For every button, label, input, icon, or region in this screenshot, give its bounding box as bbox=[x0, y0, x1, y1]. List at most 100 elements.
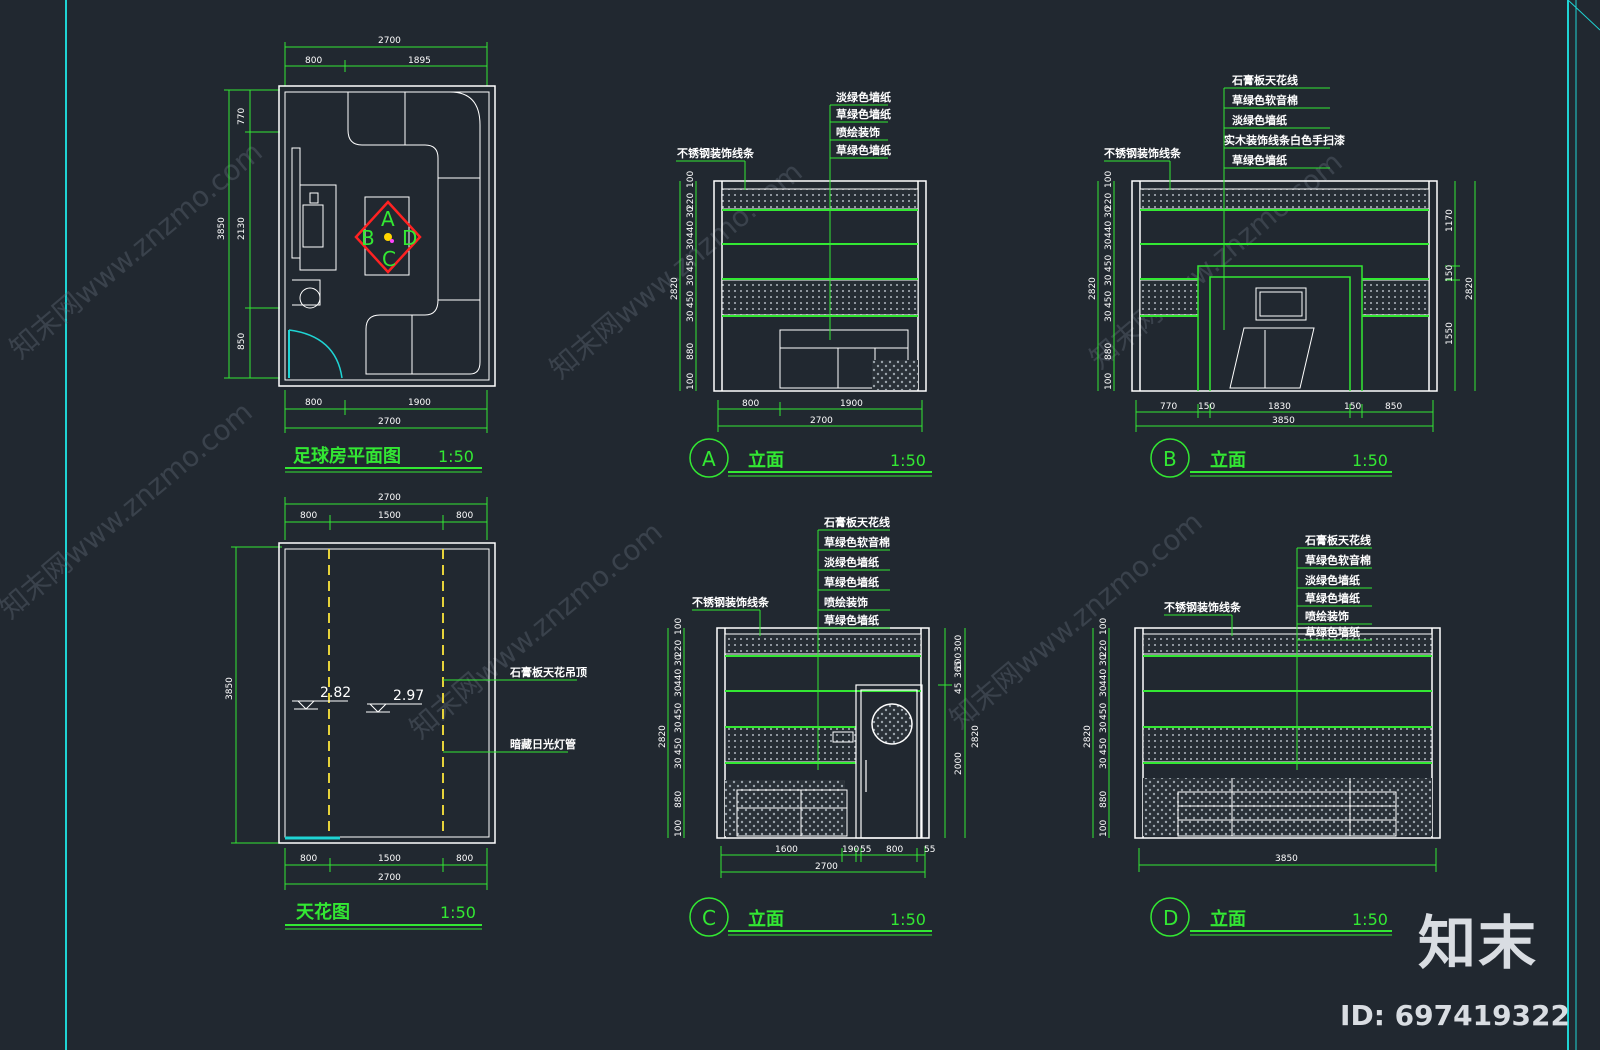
elev-a-dim-l-total: 2820 bbox=[670, 277, 680, 300]
ceiling-dim-bottom-3: 800 bbox=[456, 854, 473, 864]
elev-d-dim-b-total: 3850 bbox=[1275, 854, 1298, 864]
elev-b-dim-l-3: 30 bbox=[1104, 206, 1114, 218]
elev-b-dim-b-4: 150 bbox=[1344, 402, 1361, 412]
elev-d-dim-l-10: 880 bbox=[1099, 791, 1109, 808]
elev-b-mark: B bbox=[1163, 447, 1177, 471]
elev-c-dim-l-3: 30 bbox=[674, 654, 684, 666]
elev-a-mark: A bbox=[702, 447, 716, 471]
elev-c-dim-l-8: 450 bbox=[674, 738, 684, 755]
elev-b-scale: 1:50 bbox=[1352, 451, 1388, 470]
image-id-label: ID: 697419322 bbox=[1340, 999, 1570, 1032]
marker-d: D bbox=[402, 226, 417, 250]
elev-b-note-2: 草绿色软音棉 bbox=[1232, 93, 1298, 107]
elev-c-dim-l-5: 30 bbox=[674, 685, 684, 697]
elev-c-dim-b-5: 55 bbox=[924, 845, 935, 855]
elev-a-dim-l-3: 30 bbox=[686, 206, 696, 218]
elev-b-dim-r-total: 2820 bbox=[1465, 277, 1475, 300]
elev-b-dim-r-2: 150 bbox=[1445, 265, 1455, 282]
ceiling-dim-top-2: 1500 bbox=[378, 511, 401, 521]
ceiling-level-2: 2.97 bbox=[393, 688, 424, 704]
elev-c-dim-b-total: 2700 bbox=[815, 862, 838, 872]
elev-a-dim-l-8: 450 bbox=[686, 291, 696, 308]
elev-b-note-4: 实木装饰线条白色手扫漆 bbox=[1224, 133, 1345, 147]
plan-dim-left-2: 2130 bbox=[237, 217, 247, 240]
ceiling-dim-left: 3850 bbox=[225, 677, 235, 700]
elev-c-dim-l-9: 30 bbox=[674, 757, 684, 769]
elev-b-dim-l-7: 30 bbox=[1104, 274, 1114, 286]
plan-dim-top-2: 1895 bbox=[408, 56, 431, 66]
elev-c-dim-b-3: 55 bbox=[860, 845, 871, 855]
elev-d-note-7: 不锈钢装饰线条 bbox=[1164, 600, 1242, 614]
elev-d-note-3: 淡绿色墙纸 bbox=[1305, 573, 1360, 587]
plan-dim-left-total: 3850 bbox=[217, 217, 227, 240]
elev-a-note-2: 淡绿色墙纸 bbox=[836, 90, 891, 104]
elev-a-title: 立面 bbox=[748, 449, 784, 471]
elevation-a: 不锈钢装饰线条 淡绿色墙纸 草绿色墙纸 喷绘装饰 草绿色墙纸 100 220 3… bbox=[670, 90, 932, 478]
elev-d-note-5: 喷绘装饰 bbox=[1305, 609, 1349, 623]
elev-c-dim-l-10: 880 bbox=[674, 791, 684, 808]
ceiling-dim-top-total: 2700 bbox=[378, 493, 401, 503]
elevation-c: 石膏板天花线 草绿色软音棉 淡绿色墙纸 草绿色墙纸 喷绘装饰 草绿色墙纸 不锈钢… bbox=[658, 515, 981, 937]
elev-d-note-1: 石膏板天花线 bbox=[1304, 533, 1371, 547]
elev-d-dim-l-9: 30 bbox=[1099, 757, 1109, 769]
elev-b-dim-l-1: 100 bbox=[1104, 171, 1114, 188]
ceiling-level-1: 2.82 bbox=[320, 685, 351, 701]
elev-b-dim-l-2: 220 bbox=[1104, 193, 1114, 210]
ceiling-dim-top-3: 800 bbox=[456, 511, 473, 521]
elev-d-dim-l-1: 100 bbox=[1099, 618, 1109, 635]
ceiling-note-2: 暗藏日光灯管 bbox=[510, 737, 576, 751]
elev-c-dim-l-2: 220 bbox=[674, 640, 684, 657]
elev-d-note-2: 草绿色软音棉 bbox=[1305, 553, 1371, 567]
plan-dim-bottom-total: 2700 bbox=[378, 417, 401, 427]
elev-d-note-4: 草绿色墙纸 bbox=[1305, 591, 1360, 605]
watermark: 知末网www.znzmo.com bbox=[943, 505, 1208, 735]
elev-b-dim-l-9: 30 bbox=[1104, 310, 1114, 322]
elev-b-dim-b-total: 3850 bbox=[1272, 416, 1295, 426]
elev-b-dim-l-11: 100 bbox=[1104, 373, 1114, 390]
ceiling-scale: 1:50 bbox=[440, 903, 476, 922]
elev-d-note-6: 草绿色墙纸 bbox=[1305, 625, 1360, 639]
elev-d-dim-l-6: 450 bbox=[1099, 703, 1109, 720]
elev-a-dim-b-1: 800 bbox=[742, 399, 759, 409]
elev-d-scale: 1:50 bbox=[1352, 910, 1388, 929]
elev-c-dim-b-1: 1600 bbox=[775, 845, 798, 855]
ceiling-title: 天花图 bbox=[296, 901, 350, 923]
elev-b-note-5: 草绿色墙纸 bbox=[1232, 153, 1287, 167]
elev-c-mark: C bbox=[702, 906, 716, 930]
elev-c-dim-r-4: 365 bbox=[954, 661, 964, 678]
watermark: 知末网www.znzmo.com bbox=[0, 395, 259, 625]
ceiling-note-1: 石膏板天花吊顶 bbox=[509, 665, 587, 679]
elev-a-dim-l-4: 440 bbox=[686, 221, 696, 238]
elev-a-note-3: 草绿色墙纸 bbox=[836, 107, 891, 121]
elev-b-dim-l-5: 30 bbox=[1104, 238, 1114, 250]
elev-d-dim-l-3: 30 bbox=[1099, 654, 1109, 666]
elev-c-dim-l-11: 100 bbox=[674, 820, 684, 837]
elev-a-dim-l-9: 30 bbox=[686, 310, 696, 322]
elev-b-dim-b-2: 150 bbox=[1198, 402, 1215, 412]
elev-a-note-5: 草绿色墙纸 bbox=[836, 143, 891, 157]
marker-b: B bbox=[361, 226, 375, 250]
elev-b-title: 立面 bbox=[1210, 449, 1246, 471]
elev-a-note-4: 喷绘装饰 bbox=[836, 125, 880, 139]
plan-dim-top-total: 2700 bbox=[378, 36, 401, 46]
elev-b-dim-l-4: 440 bbox=[1104, 221, 1114, 238]
floor-plan: 2700 800 1895 3850 770 2130 850 bbox=[217, 36, 496, 473]
elev-a-dim-l-5: 30 bbox=[686, 238, 696, 250]
elev-d-dim-l-8: 450 bbox=[1099, 738, 1109, 755]
elev-a-note-1: 不锈钢装饰线条 bbox=[677, 146, 755, 160]
elev-c-dim-r-2: 100 bbox=[954, 653, 964, 670]
elev-c-scale: 1:50 bbox=[890, 910, 926, 929]
elev-b-dim-l-6: 450 bbox=[1104, 255, 1114, 272]
plan-dim-top-1: 800 bbox=[305, 56, 322, 66]
elev-b-dim-b-3: 1830 bbox=[1268, 402, 1291, 412]
elev-b-dim-l-10: 880 bbox=[1104, 343, 1114, 360]
elev-d-dim-l-11: 100 bbox=[1099, 820, 1109, 837]
ceiling-plan: 2700 800 1500 800 3850 2.82 2.97 bbox=[225, 493, 587, 930]
elev-d-title: 立面 bbox=[1210, 908, 1246, 930]
plan-dim-left-3: 850 bbox=[237, 333, 247, 350]
marker-a: A bbox=[381, 207, 395, 231]
elev-c-dim-l-7: 30 bbox=[674, 721, 684, 733]
elev-c-dim-r-5: 2000 bbox=[954, 752, 964, 775]
elev-c-dim-l-4: 440 bbox=[674, 669, 684, 686]
